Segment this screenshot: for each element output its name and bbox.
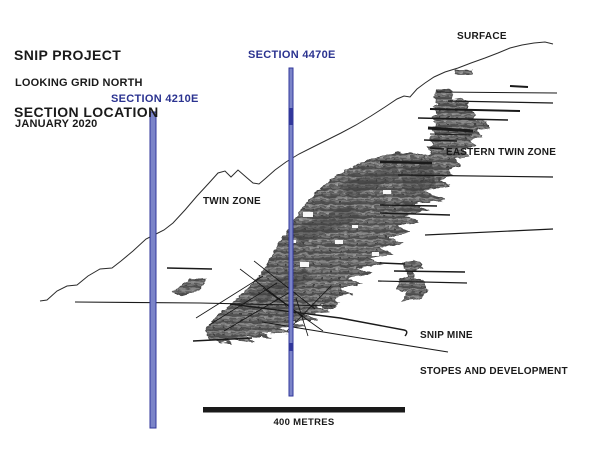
drift-lines <box>74 85 558 353</box>
stope-left-slab <box>172 278 207 297</box>
snip-mine-line-2: STOPES AND DEVELOPMENT <box>420 366 568 377</box>
scale-bar-label: 400 METRES <box>273 417 335 428</box>
surface-line <box>39 41 554 302</box>
twin-zone-label: TWIN ZONE <box>203 196 261 207</box>
scale-bar <box>203 407 405 413</box>
subtitle-line-2: JANUARY 2020 <box>15 117 98 130</box>
ore-body-texture <box>250 162 436 304</box>
section-4210e-label: SECTION 4210E <box>111 93 199 105</box>
section-line-4470e <box>288 67 294 397</box>
snip-mine-label: SNIP MINE STOPES AND DEVELOPMENT <box>420 306 568 402</box>
subtitle-line-1: LOOKING GRID NORTH <box>15 77 143 89</box>
page-title: SNIP PROJECT SECTION LOCATION <box>14 8 159 160</box>
figure-subtitle: LOOKING GRID NORTH JANUARY 2020 <box>15 50 143 158</box>
title-line-2: SECTION LOCATION <box>14 104 159 120</box>
stope-dash <box>454 69 473 75</box>
stope-small-blob <box>319 286 344 311</box>
title-line-1: SNIP PROJECT <box>14 47 122 63</box>
eastern-twin-zone-label: EASTERN TWIN ZONE <box>446 147 557 158</box>
snip-mine-line-1: SNIP MINE <box>420 330 473 341</box>
surface-label: SURFACE <box>457 31 507 42</box>
section-line-4210e <box>149 111 157 429</box>
ore-body-main <box>205 152 451 345</box>
stope-s-blob <box>396 260 428 301</box>
section-4470e-label: SECTION 4470E <box>248 49 336 61</box>
